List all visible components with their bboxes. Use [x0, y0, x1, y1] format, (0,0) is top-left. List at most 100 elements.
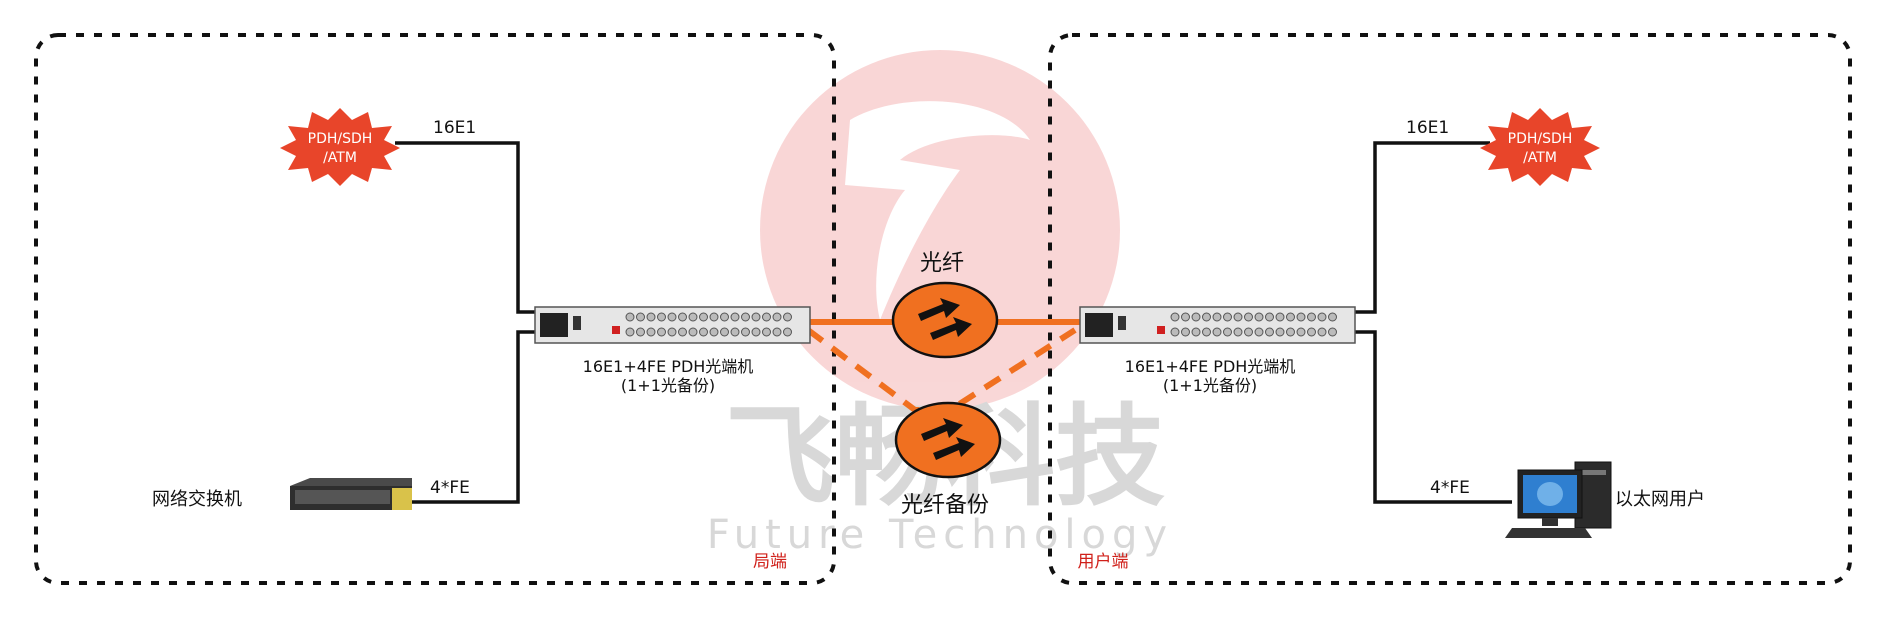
left-device-ports [625, 312, 792, 337]
bnc-port [772, 312, 782, 322]
network-switch-icon [290, 478, 412, 510]
bnc-port [678, 312, 687, 322]
right-pdh-cloud: PDH/SDH /ATM [1480, 108, 1600, 186]
pc-icon [1505, 461, 1612, 538]
backup-fiber-node [894, 401, 1002, 479]
left-device-title: 16E1+4FE PDH光端机 [583, 357, 754, 376]
right-site-boundary [1048, 33, 1852, 585]
bnc-port [1191, 312, 1201, 322]
bnc-port [1244, 312, 1253, 322]
bnc-port [1254, 327, 1264, 337]
right-device-subtitle: (1+1光备份) [1163, 376, 1257, 395]
fiber-label: 光纤 [920, 251, 964, 276]
pc-label: 以太网用户 [1615, 489, 1705, 510]
pc-monitor-stand [1542, 518, 1558, 526]
switch-front-panel [295, 490, 390, 504]
right-cloud-burst [1480, 108, 1600, 186]
bnc-port [1233, 312, 1243, 322]
bnc-port [678, 327, 687, 337]
left-cloud-burst [280, 108, 400, 186]
left-device-switch [573, 316, 581, 330]
bnc-port [646, 312, 656, 322]
bnc-port [741, 327, 750, 337]
left-device-power-module [540, 313, 568, 337]
right-device-switch [1118, 316, 1126, 330]
bnc-port [1328, 312, 1337, 322]
bnc-port [1212, 312, 1222, 322]
bnc-port [1275, 312, 1285, 322]
left-pdh-device [534, 306, 811, 344]
switch-top [290, 478, 412, 486]
left-site-label: 局端 [753, 552, 787, 572]
bnc-port [1307, 327, 1316, 337]
backup-fiber-label: 光纤备份 [901, 493, 989, 518]
right-fe-label: 4*FE [1430, 478, 1470, 498]
bnc-port [657, 312, 666, 322]
bnc-port [720, 327, 729, 337]
bnc-port [1181, 312, 1190, 322]
bnc-port [1212, 327, 1222, 337]
bnc-port [751, 312, 761, 322]
bnc-port [751, 327, 761, 337]
primary-arrow-icon-1 [918, 298, 960, 321]
bnc-port [1317, 312, 1327, 322]
bnc-port [741, 312, 750, 322]
left-fe-label: 4*FE [430, 478, 470, 498]
bnc-port [1328, 327, 1337, 337]
bnc-port [646, 327, 656, 337]
bnc-port [1286, 312, 1295, 322]
right-cloud-line2: /ATM [1523, 150, 1557, 166]
left-cloud-line2: /ATM [323, 150, 357, 166]
bnc-port [1275, 327, 1285, 337]
primary-fiber-ellipse [891, 281, 999, 359]
bnc-port [772, 327, 782, 337]
bnc-port [636, 312, 645, 322]
bnc-port [730, 312, 740, 322]
bnc-port [709, 327, 719, 337]
bnc-port [699, 327, 708, 337]
right-device-ports [1170, 312, 1337, 337]
bnc-port [688, 327, 698, 337]
right-cloud-line1: PDH/SDH [1508, 131, 1573, 147]
bnc-port [1307, 312, 1316, 322]
right-fe-line [1355, 330, 1512, 504]
right-device-power-module [1085, 313, 1113, 337]
left-device-subtitle: (1+1光备份) [621, 376, 715, 395]
bnc-port [1233, 327, 1243, 337]
right-device-led [1157, 326, 1165, 334]
primary-arrow-icon-2 [930, 317, 972, 340]
pc-screen-globe [1537, 482, 1563, 506]
watermark-en: Future Technology [707, 512, 1173, 558]
bnc-port [667, 327, 677, 337]
bnc-port [1265, 327, 1274, 337]
bnc-port [657, 327, 666, 337]
bnc-port [667, 312, 677, 322]
bnc-port [1170, 327, 1180, 337]
bnc-port [783, 312, 792, 322]
bnc-port [709, 312, 719, 322]
right-e1-label: 16E1 [1406, 118, 1449, 138]
left-device-led [612, 326, 620, 334]
bnc-port [688, 312, 698, 322]
bnc-port [783, 327, 792, 337]
bnc-port [625, 312, 635, 322]
watermark-logo-glyph [845, 101, 1030, 320]
bnc-port [1317, 327, 1327, 337]
left-e1-line [395, 141, 538, 314]
bnc-port [720, 312, 729, 322]
left-fe-line [412, 330, 538, 504]
left-pdh-cloud: PDH/SDH /ATM [280, 108, 400, 186]
bnc-port [699, 312, 708, 322]
right-pdh-device [1079, 306, 1356, 344]
bnc-port [1181, 327, 1190, 337]
switch-side-accent [392, 488, 412, 510]
primary-fiber-node [891, 281, 999, 359]
bnc-port [1170, 312, 1180, 322]
right-site-label: 用户端 [1078, 552, 1129, 572]
bnc-port [730, 327, 740, 337]
bnc-port [762, 327, 771, 337]
backup-arrow-icon-2 [933, 437, 975, 460]
bnc-port [1296, 327, 1306, 337]
bnc-port [1244, 327, 1253, 337]
left-e1-label: 16E1 [433, 118, 476, 138]
